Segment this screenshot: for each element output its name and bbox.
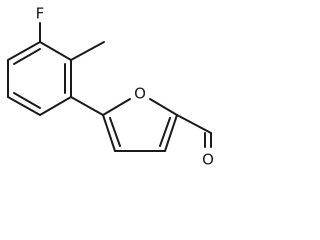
ring-oxygen-atom-label: O: [134, 85, 146, 103]
aldehyde-oxygen-atom-label: O: [202, 151, 214, 169]
chemical-structure-canvas: F O O: [7, 4, 214, 169]
double-bond-inner-c2-c3: [159, 117, 171, 147]
bond-c3-c4: [39, 96, 72, 116]
benzene-ring: [7, 41, 72, 116]
bond-c4-c5: [7, 96, 41, 116]
double-bond-inner-c6-c1: [13, 48, 41, 65]
bond-c5-o1: [102, 98, 131, 116]
fluorine-atom-label: F: [36, 5, 45, 23]
bond-c6-c1: [7, 41, 41, 61]
methyl-bond: [70, 41, 105, 61]
double-bond-inner-c4-c5: [13, 92, 41, 109]
chemical-structure-diagram: F O O: [7, 5, 214, 169]
double-bond-inner-c4-c5: [109, 117, 121, 147]
bond-c1-c2: [39, 41, 72, 61]
bond-aryl-furan: [70, 96, 104, 116]
bond-c4-c5: [102, 114, 116, 152]
bond-c2-c3: [164, 114, 178, 152]
bond-o1-c2: [149, 98, 178, 116]
bond-furan-cho: [176, 114, 212, 134]
furan-ring: [102, 98, 178, 152]
